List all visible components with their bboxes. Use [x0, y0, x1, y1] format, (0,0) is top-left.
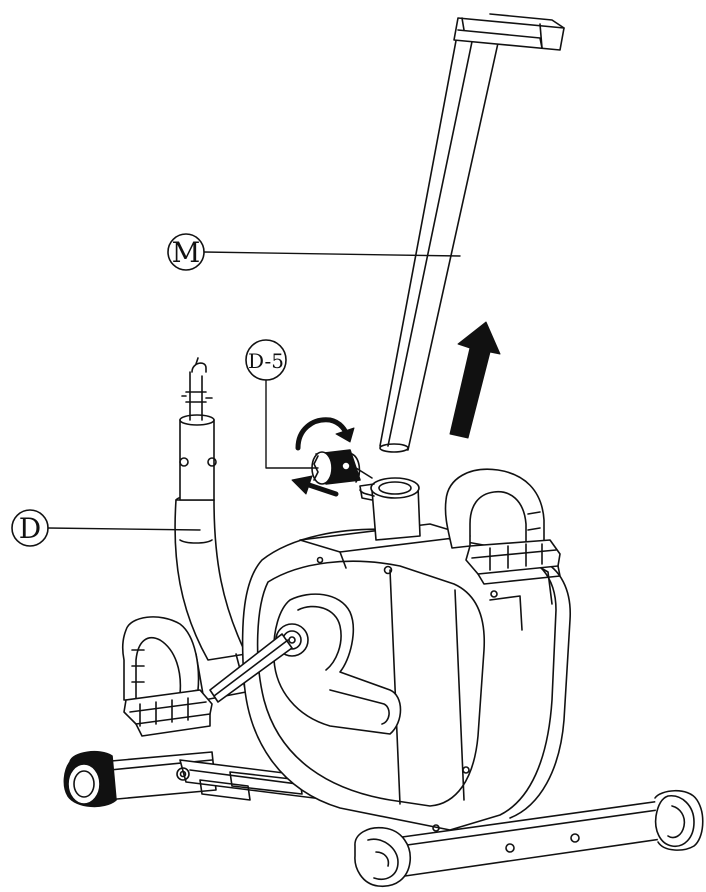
- callout-m: M: [167, 233, 461, 271]
- up-arrow-icon: [449, 321, 501, 439]
- rear-stabilizer: [354, 789, 704, 887]
- flywheel-housing: [241, 523, 571, 832]
- callout-d-label: D: [19, 512, 41, 545]
- handlebar-post: [379, 13, 565, 453]
- handlebar-receiver: [359, 477, 421, 541]
- callout-d: D: [11, 509, 201, 547]
- seat-post-tube: [174, 357, 247, 701]
- rotate-arrow-icon: [295, 417, 355, 451]
- left-pedal: [121, 616, 213, 737]
- right-pedal: [444, 468, 561, 585]
- left-crank-arm: [209, 633, 293, 703]
- rear-left-end-cap: [354, 826, 411, 887]
- pull-arrow-icon: [291, 475, 339, 497]
- adjustment-knob: [311, 449, 373, 485]
- callout-d5: D-5: [245, 339, 319, 469]
- callout-d5-label: D-5: [248, 349, 284, 373]
- callout-m-label: M: [172, 236, 201, 269]
